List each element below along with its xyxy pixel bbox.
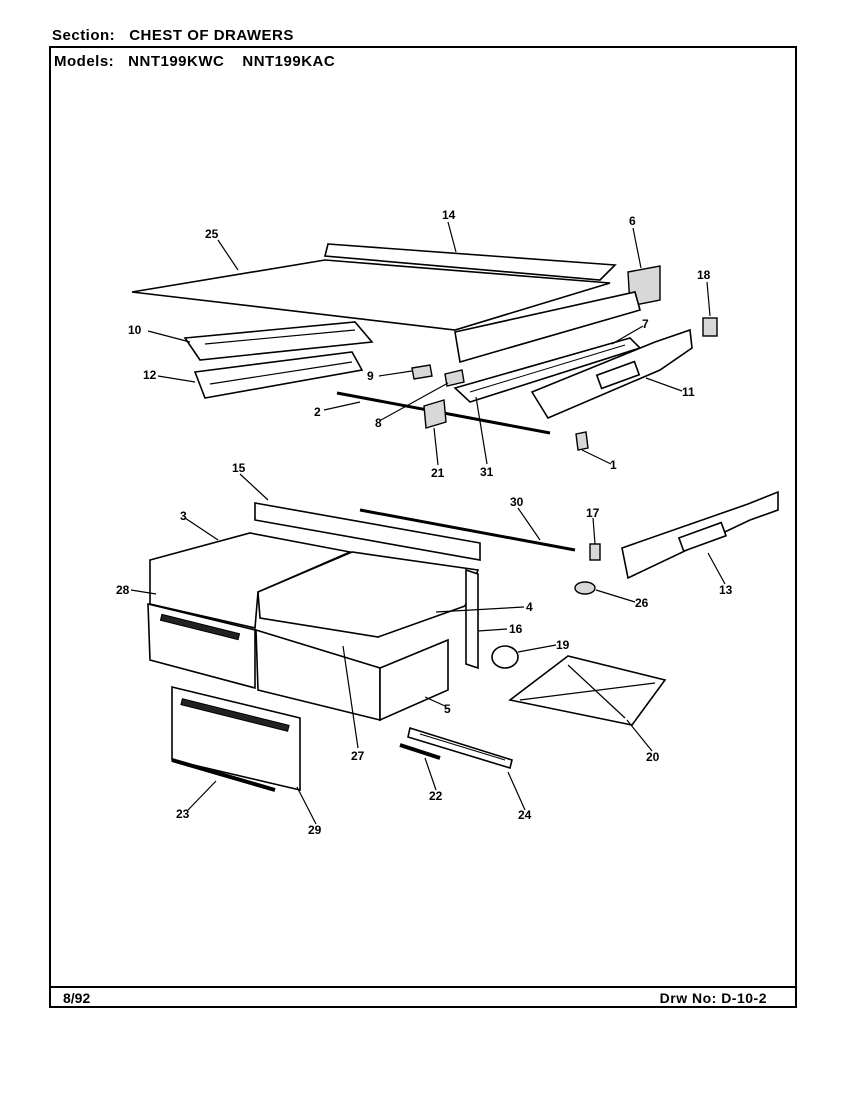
callout-label: 26 bbox=[635, 596, 649, 610]
callout-label: 15 bbox=[232, 461, 246, 475]
models-label: Models: bbox=[54, 53, 115, 70]
part-small-clip bbox=[589, 543, 601, 561]
callout-label: 1 bbox=[610, 458, 617, 472]
rail-window bbox=[677, 521, 728, 553]
callout-label: 4 bbox=[526, 600, 533, 614]
callout-label: 21 bbox=[431, 466, 445, 480]
part-small-clip bbox=[575, 431, 589, 451]
callout-label: 12 bbox=[143, 368, 157, 382]
callout-label: 29 bbox=[308, 823, 322, 837]
callout-label: 30 bbox=[510, 495, 524, 509]
part-drawer-handle bbox=[180, 698, 290, 732]
part-drawer-right bbox=[257, 551, 480, 638]
model-number: NNT199KAC bbox=[242, 53, 336, 70]
part-bracket bbox=[411, 364, 433, 380]
part-drawer-front-left bbox=[147, 602, 256, 690]
part-left-rail-lower bbox=[193, 351, 364, 399]
callout-label: 14 bbox=[442, 208, 456, 222]
part-rod bbox=[359, 508, 576, 552]
rail-teeth bbox=[419, 733, 506, 761]
part-slide-short bbox=[399, 743, 441, 760]
part-bracket bbox=[444, 369, 465, 387]
callout-label: 16 bbox=[509, 622, 523, 636]
part-drawer-body bbox=[379, 638, 449, 722]
callout-label: 9 bbox=[367, 369, 374, 383]
part-drawer-handle bbox=[159, 613, 241, 641]
section-label: Section: bbox=[52, 27, 116, 44]
rail-teeth bbox=[469, 344, 626, 393]
callout-label: 2 bbox=[314, 405, 321, 419]
callout-label: 11 bbox=[682, 385, 695, 399]
part-slide-rail bbox=[407, 726, 513, 770]
callout-label: 23 bbox=[176, 807, 190, 821]
frame-brace bbox=[567, 664, 626, 719]
callout-label: 8 bbox=[375, 416, 382, 430]
models-header: Models: NNT199KWC NNT199KAC bbox=[54, 53, 353, 70]
callout-label: 27 bbox=[351, 749, 365, 763]
callout-label: 24 bbox=[518, 808, 532, 822]
part-drawer-front-right bbox=[255, 628, 381, 722]
part-clip bbox=[702, 317, 718, 337]
callout-label: 13 bbox=[719, 583, 733, 597]
part-round-clip bbox=[491, 645, 519, 669]
callout-label: 10 bbox=[128, 323, 142, 337]
part-left-rail-upper bbox=[183, 321, 374, 361]
part-rear-trim bbox=[323, 243, 617, 281]
callout-label: 19 bbox=[556, 638, 570, 652]
callout-label: 20 bbox=[646, 750, 660, 764]
part-side-frame bbox=[465, 568, 479, 670]
callout-label: 6 bbox=[629, 214, 636, 228]
callout-label: 25 bbox=[205, 227, 219, 241]
rail-slot bbox=[204, 329, 356, 345]
rail-window bbox=[595, 360, 641, 390]
callout-label: 5 bbox=[444, 702, 451, 716]
part-crisper-frame bbox=[508, 655, 667, 726]
callout-label: 31 bbox=[480, 465, 494, 479]
part-shelf-top bbox=[131, 259, 611, 331]
callout-label: 22 bbox=[429, 789, 443, 803]
model-number: NNT199KWC bbox=[128, 53, 225, 70]
part-block bbox=[423, 399, 447, 429]
frame-brace bbox=[519, 682, 656, 701]
date-code: 8/92 bbox=[63, 990, 91, 1006]
part-trim-strip bbox=[171, 758, 276, 792]
part-top-strip bbox=[254, 502, 481, 561]
rail-slot bbox=[209, 361, 353, 385]
callout-label: 17 bbox=[586, 506, 600, 520]
callout-label: 7 bbox=[642, 317, 649, 331]
callout-label: 28 bbox=[116, 583, 130, 597]
leader-lines bbox=[130, 221, 726, 825]
section-value: CHEST OF DRAWERS bbox=[129, 27, 294, 44]
callout-label: 3 bbox=[180, 509, 187, 523]
part-front-rail bbox=[454, 291, 641, 364]
drawing-number: Drw No: D-10-2 bbox=[659, 990, 767, 1006]
part-small-clip bbox=[574, 581, 596, 595]
section-header: Section: CHEST OF DRAWERS bbox=[52, 27, 294, 44]
drawing-frame: Models: NNT199KWC NNT199KAC 8/92 Drw No: D… bbox=[49, 46, 797, 1008]
footer-rule bbox=[51, 986, 795, 988]
callout-label: 18 bbox=[697, 268, 711, 282]
part-drawer-front-panel bbox=[171, 685, 301, 792]
